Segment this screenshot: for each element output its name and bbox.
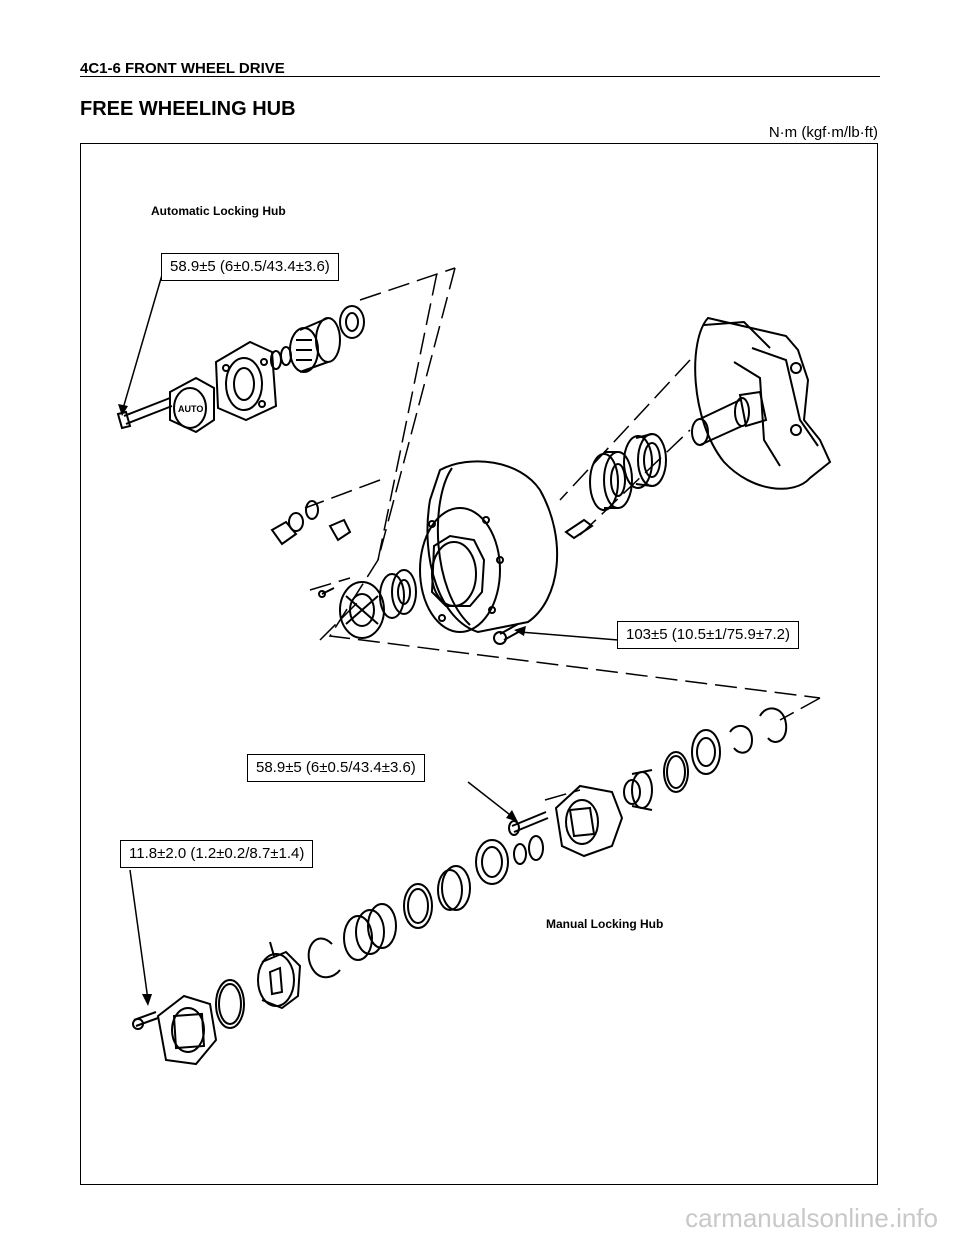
torque-auto-bolt: 58.9±5 (6±0.5/43.4±3.6) [161,253,339,281]
auto-hub-bolt [116,397,173,430]
manual-compression-rings [403,883,433,929]
header-rule [80,76,880,77]
manual-hub-cover [156,994,218,1066]
torque-hub-bolt: 103±5 (10.5±1/75.9±7.2) [617,621,799,649]
manual-cap-bolt [132,1011,159,1030]
manual-snap-ring-small [513,835,544,865]
outer-bearing-race [623,433,667,489]
wheel-bearing [589,451,633,511]
manual-hub-bolt [508,811,549,836]
diagram-frame [80,143,878,1185]
watermark: carmanualsonline.info [685,1203,938,1233]
auto-hub-spring-washers [270,346,292,370]
manual-ring [663,751,689,793]
inner-bearing [379,569,417,619]
manual-inner-hub [623,769,653,811]
assembly-guide-lines [304,267,821,801]
manual-dial-knob [257,941,302,1010]
page-header: 4C1-6 FRONT WHEEL DRIVE [80,60,285,77]
auto-hub-cap [169,376,215,434]
manual-inner-ring-gear [691,729,721,775]
manual-snap-rings [729,707,788,754]
torque-cap-bolt: 11.8±2.0 (1.2±0.2/8.7±1.4) [120,840,314,868]
manual-hub-label: Manual Locking Hub [546,917,664,931]
auto-hub-snap-ring [339,305,365,339]
manual-follower-ring [475,839,509,885]
auto-cap-text: AUTO [178,404,203,414]
spindle [691,397,750,446]
auto-hub-body [214,340,278,422]
hub-rotor [419,460,559,634]
manual-clutch-ring [437,865,471,911]
units-note: N·m (kgf·m/lb·ft) [768,124,878,141]
steering-knuckle [694,316,832,490]
manual-snap-ring-large [307,937,341,979]
manual-o-ring [215,979,245,1029]
page-title: FREE WHEELING HUB [80,98,296,120]
automatic-hub-label: Automatic Locking Hub [151,204,286,218]
wheel-stud [564,518,594,540]
hub-nut-and-washer [270,500,352,546]
leader-arrowheads [118,404,526,1006]
manual-hub-body [554,784,624,858]
small-screw [318,587,335,598]
auto-hub-clutch-assembly [289,317,341,373]
leader-lines [121,274,619,1001]
lock-washer-plate [339,581,385,639]
manual-springs [343,903,397,961]
torque-manual-bolt: 58.9±5 (6±0.5/43.4±3.6) [247,754,425,782]
